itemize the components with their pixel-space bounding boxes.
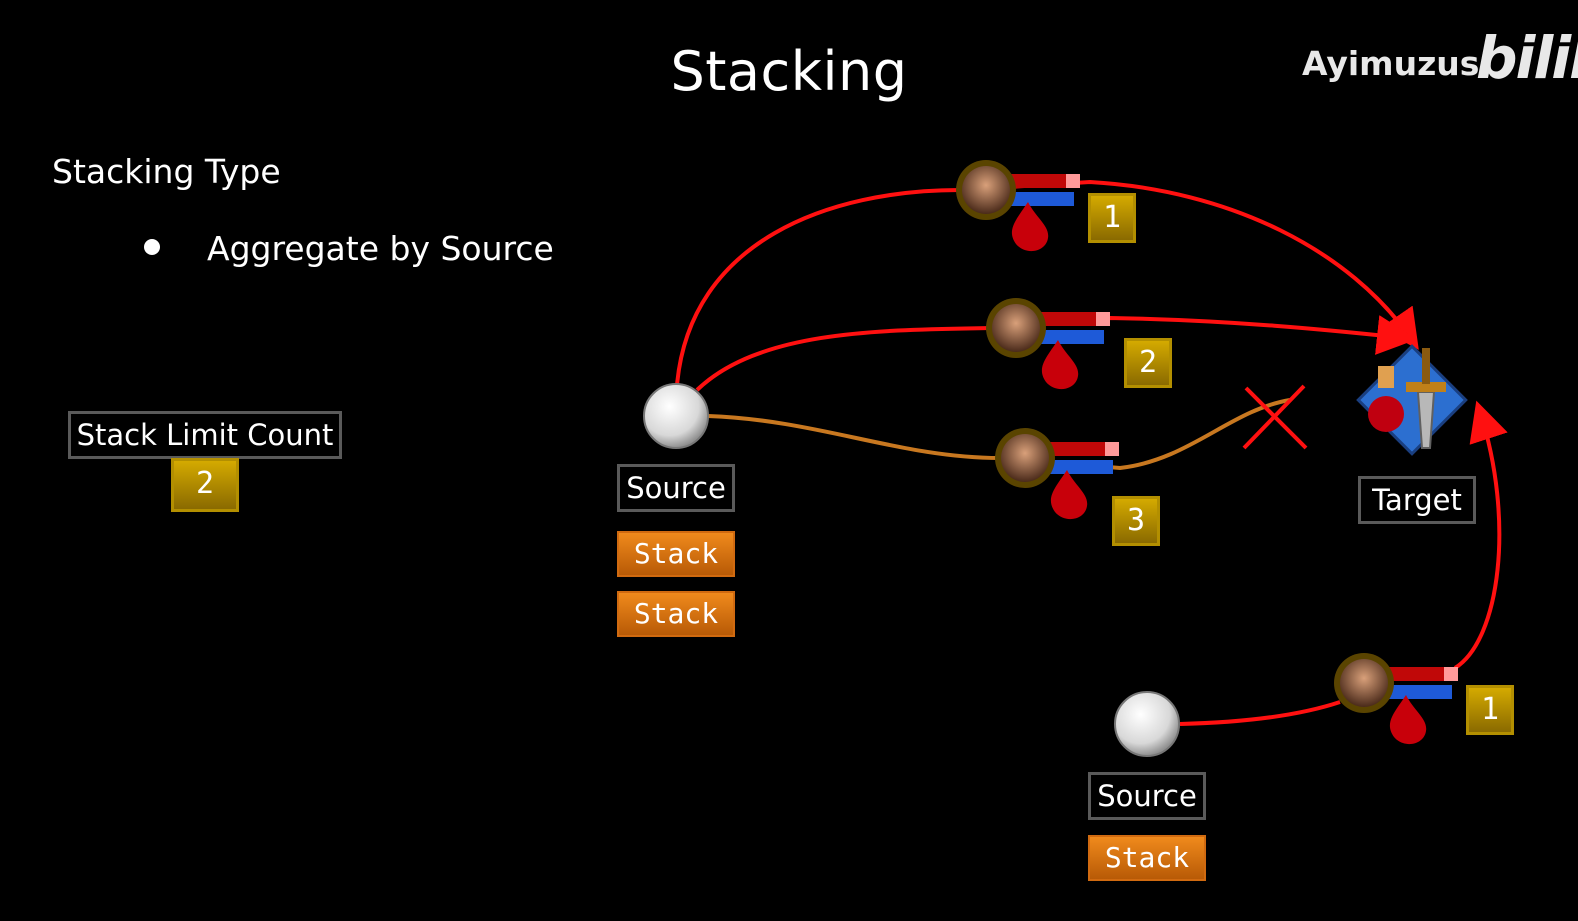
source-a-stack-2: Stack	[617, 591, 735, 637]
target-label: Target	[1358, 476, 1476, 524]
stack-limit-label: Stack Limit Count	[68, 411, 342, 459]
effect-badge-1: 1	[1088, 193, 1136, 243]
watermark-logo: bilib	[1476, 24, 1578, 92]
path-effect-3-rejected	[707, 398, 1291, 471]
source-b-label: Source	[1088, 772, 1206, 820]
bullet-text: Aggregate by Source	[207, 229, 554, 268]
section-heading: Stacking Type	[52, 152, 281, 191]
rejected-x-icon	[1242, 384, 1308, 450]
bullet-dot-icon	[144, 239, 160, 255]
effect-icon-3	[995, 428, 1119, 520]
page-title: Stacking	[670, 40, 908, 103]
path-effect-4	[1179, 412, 1499, 726]
watermark-author: Ayimuzus	[1302, 44, 1480, 83]
effect-badge-2: 2	[1124, 338, 1172, 388]
source-b-stack-1: Stack	[1088, 835, 1206, 881]
path-effect-1	[675, 179, 1419, 386]
effect-icon-1	[956, 160, 1080, 252]
effect-badge-3: 3	[1112, 496, 1160, 546]
effect-icon-4	[1334, 653, 1458, 745]
source-a-label: Source	[617, 464, 735, 512]
stack-limit-value: 2	[171, 458, 239, 512]
effect-icon-2	[986, 298, 1110, 390]
source-a-stack-1: Stack	[617, 531, 735, 577]
source-node-b	[1114, 691, 1180, 757]
target-icon	[1356, 344, 1468, 456]
source-node-a	[643, 383, 709, 449]
effect-badge-4: 1	[1466, 685, 1514, 735]
